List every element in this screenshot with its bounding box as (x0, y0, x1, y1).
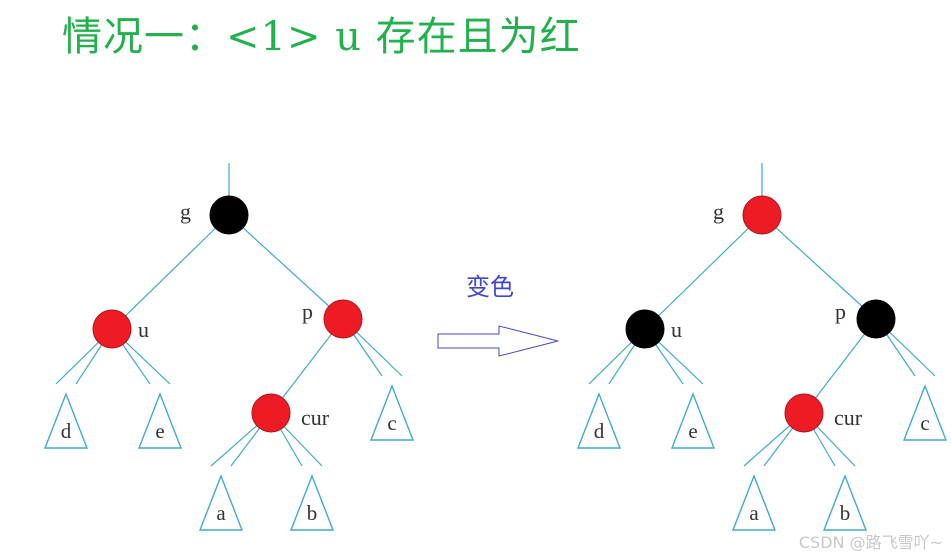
edge-g-p (761, 214, 877, 320)
watermark: CSDN @路飞雪吖~ (798, 533, 943, 552)
right-arrow-icon (437, 325, 559, 357)
subtree-label-e: e (155, 419, 164, 443)
subtree-triangle-d (43, 392, 89, 449)
subtree-label-d: d (61, 419, 72, 443)
subtree-triangle-a (198, 474, 244, 531)
edge-g-p (228, 214, 344, 320)
node-label-g: g (180, 199, 191, 224)
tree-before: d e c a b g u p cur (43, 163, 415, 531)
node-label-u: u (671, 317, 682, 342)
subtree-label-a: a (216, 501, 226, 525)
node-label-cur: cur (834, 405, 863, 430)
subtree-label-d: d (594, 419, 605, 443)
node-g-black (209, 195, 249, 235)
node-label-u: u (138, 317, 149, 342)
subtree-label-c: c (920, 411, 929, 435)
trees-layer: d e c a b g u p cur d e c a b g u p cur (43, 163, 948, 531)
subtree-label-b: b (840, 501, 851, 525)
subtree-label-e: e (688, 419, 697, 443)
subtree-triangle-e (670, 392, 716, 449)
node-cur-red (251, 393, 291, 433)
edge-p-cur (270, 318, 344, 414)
subtree-label-b: b (307, 501, 318, 525)
node-label-p: p (835, 299, 846, 324)
tree-after: d e c a b g u p cur (576, 163, 948, 531)
subtree-triangle-c (902, 384, 948, 441)
edge-g-u (644, 214, 763, 330)
node-u-black (625, 309, 665, 349)
node-label-g: g (713, 199, 724, 224)
node-g-red (742, 195, 782, 235)
subtree-triangle-b (822, 474, 868, 531)
subtree-label-c: c (387, 411, 396, 435)
node-p-black (856, 299, 896, 339)
node-cur-red (784, 393, 824, 433)
node-label-p: p (302, 299, 313, 324)
node-u-red (92, 309, 132, 349)
subtree-triangle-c (369, 384, 415, 441)
transform-arrow (437, 325, 559, 357)
edge-p-cur (803, 318, 877, 414)
subtree-triangle-d (576, 392, 622, 449)
node-label-cur: cur (301, 405, 330, 430)
node-p-red (323, 299, 363, 339)
diagram-title: 情况一：<1> u 存在且为红 (62, 14, 581, 60)
transform-label: 变色 (466, 274, 514, 301)
edge-g-u (111, 214, 230, 330)
subtree-triangle-b (289, 474, 335, 531)
subtree-label-a: a (749, 501, 759, 525)
subtree-triangle-e (137, 392, 183, 449)
subtree-triangle-a (731, 474, 777, 531)
